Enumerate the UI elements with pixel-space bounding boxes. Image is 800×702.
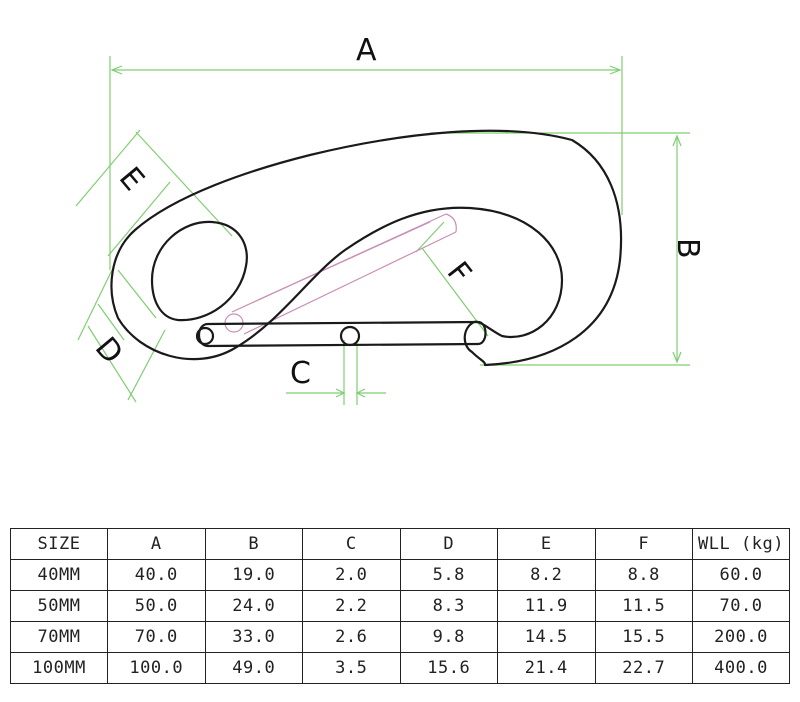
dimension-b-label: B (670, 238, 705, 259)
dimension-e-label: E (112, 161, 151, 198)
table-cell: 19.0 (204, 559, 303, 591)
header-cell: WLL (kg) (692, 528, 790, 560)
table-cell: 40MM (10, 559, 108, 591)
table-row: 50MM 50.0 24.0 2.2 8.3 11.9 11.5 70.0 (10, 590, 790, 622)
table-cell: 70MM (10, 621, 108, 653)
snap-hook-diagram: A B C D E F (75, 33, 705, 405)
spec-table: SIZE A B C D E F WLL (kg) 40MM 40.0 19.0… (10, 528, 790, 684)
table-cell: 60.0 (692, 559, 790, 591)
dimension-c: C (286, 340, 386, 405)
header-cell: F (594, 528, 693, 560)
header-cell: A (107, 528, 206, 560)
table-cell: 8.3 (399, 590, 498, 622)
table-cell: 200.0 (692, 621, 790, 653)
table-cell: 5.8 (399, 559, 498, 591)
table-row: 40MM 40.0 19.0 2.0 5.8 8.2 8.8 60.0 (10, 559, 790, 591)
header-cell: SIZE (10, 528, 108, 560)
dimension-b: B (430, 132, 705, 366)
dimension-f: F (415, 221, 489, 337)
table-cell: 400.0 (692, 652, 790, 684)
snap-hook-outline (110, 129, 623, 367)
table-cell: 50MM (10, 590, 108, 622)
table-cell: 33.0 (204, 621, 303, 653)
table-cell: 15.6 (399, 652, 498, 684)
table-cell: 100MM (10, 652, 108, 684)
table-cell: 70.0 (107, 621, 206, 653)
table-cell: 50.0 (107, 590, 206, 622)
table-row: 70MM 70.0 33.0 2.6 9.8 14.5 15.5 200.0 (10, 621, 790, 653)
table-cell: 3.5 (302, 652, 401, 684)
table-cell: 11.5 (594, 590, 693, 622)
gate-pin (339, 325, 361, 347)
dimension-a: A (109, 33, 623, 270)
table-row: 100MM 100.0 49.0 3.5 15.6 21.4 22.7 400.… (10, 652, 790, 684)
table-cell: 14.5 (497, 621, 596, 653)
dimension-c-label: C (290, 356, 311, 391)
header-cell: C (302, 528, 401, 560)
header-cell: D (399, 528, 498, 560)
table-cell: 40.0 (107, 559, 206, 591)
table-cell: 22.7 (594, 652, 693, 684)
table-header-row: SIZE A B C D E F WLL (kg) (10, 528, 790, 560)
table-cell: 2.0 (302, 559, 401, 591)
table-cell: 2.2 (302, 590, 401, 622)
dimension-a-label: A (356, 33, 377, 68)
table-cell: 100.0 (107, 652, 206, 684)
table-cell: 21.4 (497, 652, 596, 684)
header-cell: E (497, 528, 596, 560)
table-cell: 8.8 (594, 559, 693, 591)
gate-hinge (195, 326, 215, 346)
hook-body (110, 129, 623, 367)
table-cell: 15.5 (594, 621, 693, 653)
table-cell: 24.0 (204, 590, 303, 622)
header-cell: B (204, 528, 303, 560)
dimension-f-label: F (440, 255, 478, 290)
table-cell: 49.0 (204, 652, 303, 684)
dimension-e: E (75, 129, 233, 319)
table-cell: 8.2 (497, 559, 596, 591)
table-cell: 11.9 (497, 590, 596, 622)
gate-open-position (224, 213, 457, 335)
eye-hole (150, 220, 248, 322)
table-cell: 2.6 (302, 621, 401, 653)
table-cell: 9.8 (399, 621, 498, 653)
table-cell: 70.0 (692, 590, 790, 622)
